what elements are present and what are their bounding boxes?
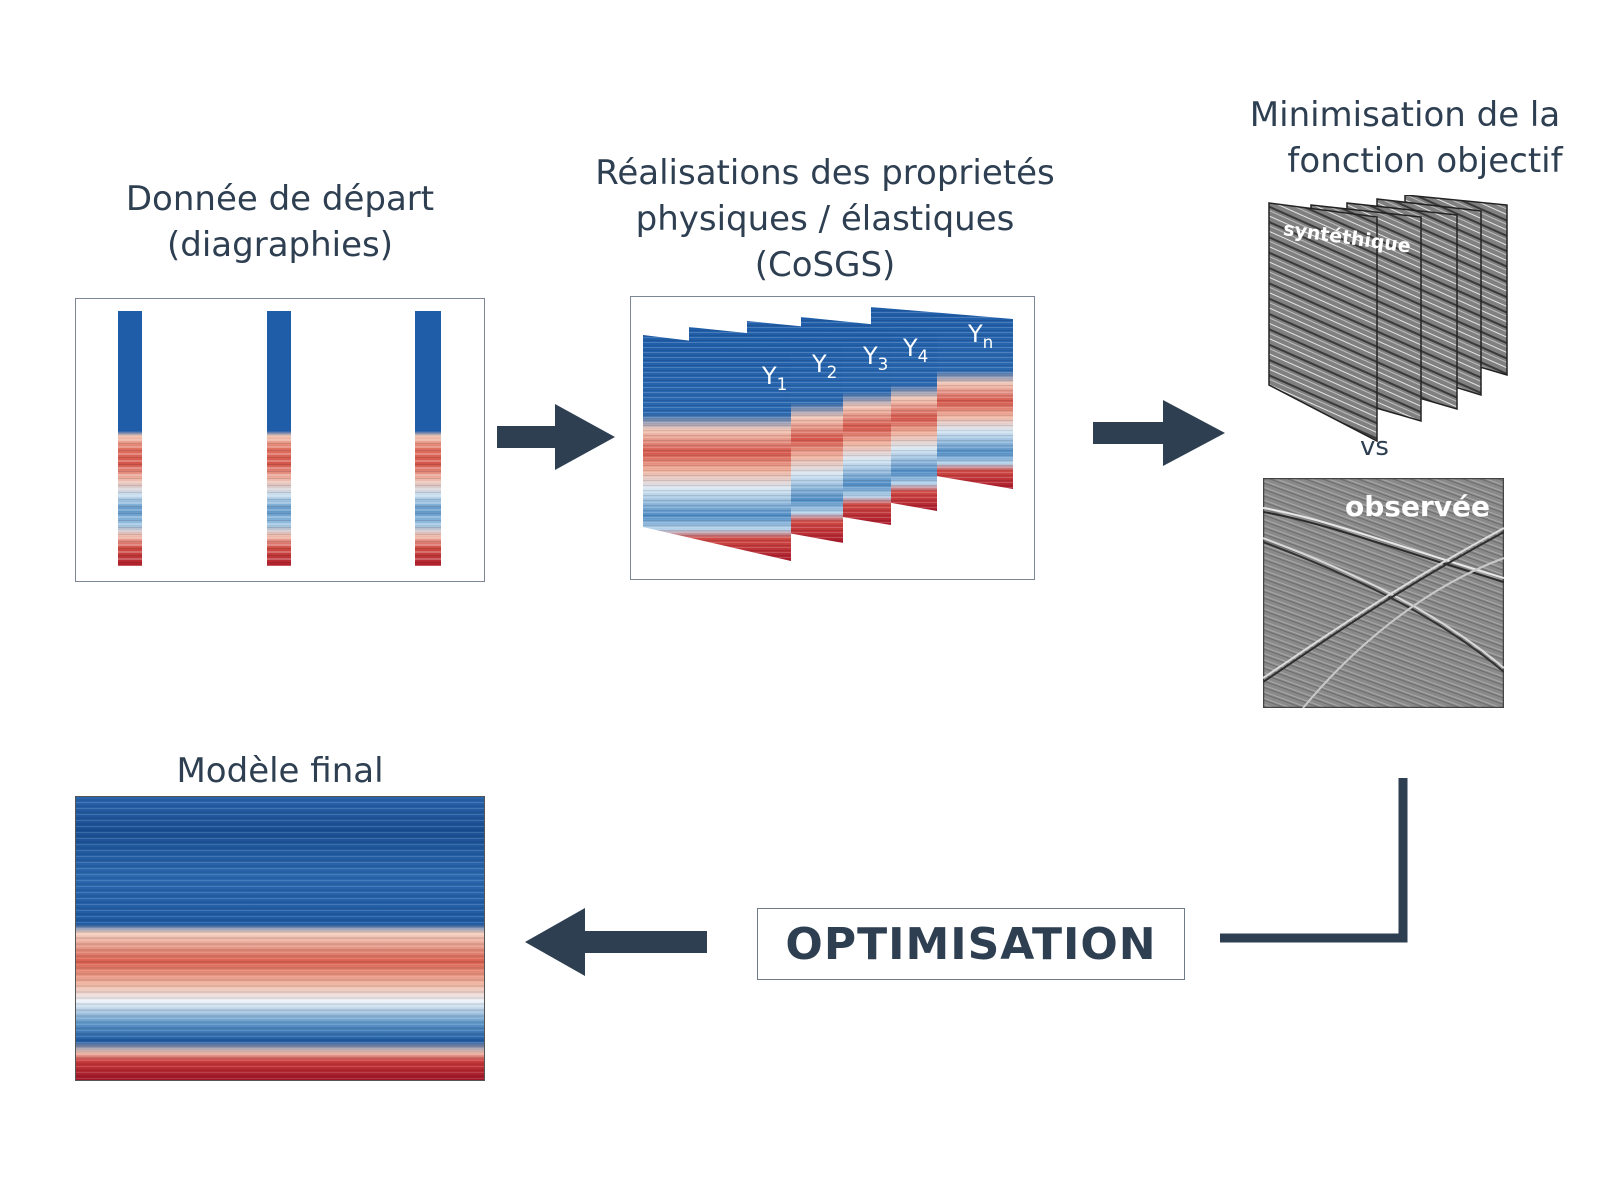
feedback-connector bbox=[1220, 778, 1408, 943]
realisation-label-4-sub: 4 bbox=[917, 345, 929, 366]
synthetic-sheet-front bbox=[1268, 202, 1378, 443]
observed-reflectors bbox=[1263, 507, 1504, 708]
realisation-label-n: Yn bbox=[968, 320, 993, 352]
synthetic-seismic-stack bbox=[1268, 195, 1508, 443]
objective-title-line-1: Minimisation de la bbox=[1249, 95, 1561, 135]
realisations-title: Réalisations des proprietés physiques / … bbox=[570, 150, 1080, 288]
start-data-title-line-2: (diagraphies) bbox=[167, 225, 393, 265]
optimisation-label: OPTIMISATION bbox=[785, 918, 1157, 970]
realisation-label-1-sub: 1 bbox=[776, 373, 788, 394]
realisation-label-3-sub: 3 bbox=[877, 353, 889, 374]
well-logs-graphic bbox=[118, 311, 441, 566]
realisation-label-2-sub: 2 bbox=[826, 361, 838, 382]
observed-label: observée bbox=[1345, 490, 1490, 523]
realisation-label-3: Y3 bbox=[863, 342, 888, 374]
observed-seismic bbox=[1263, 478, 1504, 708]
start-data-title-line-1: Donnée de départ bbox=[125, 179, 435, 219]
realisation-label-2-base: Y bbox=[812, 350, 827, 378]
realisation-label-1: Y1 bbox=[762, 362, 787, 394]
realisations-title-line-2: physiques / élastiques bbox=[635, 199, 1015, 239]
well-log-1 bbox=[118, 311, 142, 566]
start-data-title: Donnée de départ (diagraphies) bbox=[75, 176, 485, 268]
arrow-left-icon bbox=[525, 908, 707, 976]
realisation-label-4: Y4 bbox=[903, 334, 928, 366]
realisation-label-n-base: Y bbox=[968, 320, 983, 348]
well-log-2 bbox=[267, 311, 291, 566]
arrow-right-icon bbox=[497, 404, 615, 470]
final-model-title-line: Modèle final bbox=[176, 751, 384, 791]
realisations-graphic bbox=[643, 307, 1013, 561]
realisations-title-line-1: Réalisations des proprietés bbox=[595, 153, 1055, 193]
arrow-right-icon bbox=[1093, 400, 1225, 466]
final-model-image bbox=[75, 796, 485, 1081]
realisation-label-3-base: Y bbox=[863, 342, 878, 370]
realisations-panel bbox=[630, 296, 1035, 580]
realisation-label-2: Y2 bbox=[812, 350, 837, 382]
objective-title-line-2: fonction objectif bbox=[1287, 141, 1563, 181]
realisation-label-4-base: Y bbox=[903, 334, 918, 362]
realisations-title-line-3: (CoSGS) bbox=[754, 245, 896, 285]
objective-title: Minimisation de la fonction objectif bbox=[1215, 92, 1595, 184]
final-model-title: Modèle final bbox=[75, 748, 485, 794]
well-logs-panel bbox=[75, 298, 485, 582]
realisation-label-1-base: Y bbox=[762, 362, 777, 390]
vs-label: vs bbox=[1360, 432, 1389, 462]
optimisation-box: OPTIMISATION bbox=[757, 908, 1185, 980]
well-log-3 bbox=[415, 311, 441, 566]
realisation-label-n-sub: n bbox=[982, 331, 994, 352]
realisation-sheet-1 bbox=[643, 335, 791, 561]
